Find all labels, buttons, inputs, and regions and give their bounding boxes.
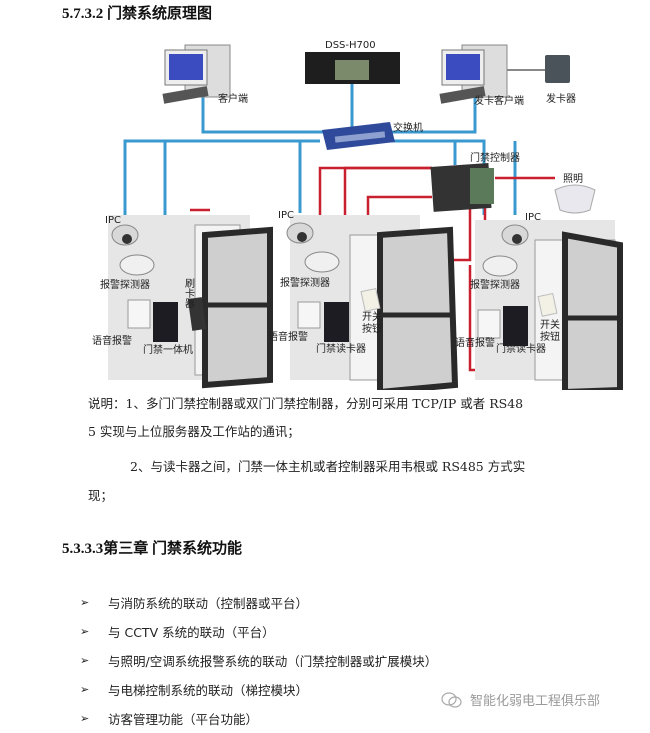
- exit-button-label-mid-line1: 开关: [362, 310, 382, 323]
- note-line-4: 现；: [88, 488, 114, 503]
- integrated-unit-icon: [153, 302, 178, 342]
- list-item: ➢ 与电梯控制系统的联动（梯控模块）: [80, 675, 437, 704]
- alarm-detector-icon-mid: [304, 251, 340, 273]
- controller-label: 门禁控制器: [470, 151, 520, 164]
- function-text: 与电梯控制系统的联动（梯控模块）: [108, 683, 309, 698]
- function-text: 与 CCTV 系统的联动（平台）: [108, 625, 275, 640]
- light-fixture-icon: [554, 184, 596, 214]
- voice-alarm-icon-mid: [297, 301, 321, 329]
- chapter-heading: 5.3.3.3第三章 门禁系统功能: [62, 541, 243, 557]
- function-list: ➢ 与消防系统的联动（控制器或平台） ➢ 与 CCTV 系统的联动（平台） ➢ 与照明…: [80, 588, 437, 733]
- integrated-unit-label: 门禁一体机: [143, 343, 193, 356]
- exit-button-label-mid: 开关按钮: [362, 310, 382, 335]
- door-controller-icon: [430, 162, 494, 212]
- ipc-label-left: IPC: [105, 215, 121, 226]
- voice-alarm-label-left: 语音报警: [92, 334, 132, 347]
- card-client-computer-icon: [439, 44, 508, 104]
- client-computer-icon: [162, 44, 231, 104]
- function-text: 与照明/空调系统报警系统的联动（门禁控制器或扩展模块）: [108, 654, 438, 669]
- client-label: 客户端: [218, 92, 248, 105]
- card-issuer-icon: [545, 55, 570, 83]
- section-heading: 5.7.3.2 门禁系统原理图: [62, 6, 213, 22]
- server-label: DSS-H700: [325, 40, 376, 51]
- access-control-diagram: 客户端 DSS-H700 发卡客户端 发卡器 交换机 门禁控制器 照明 IPC …: [92, 40, 623, 390]
- ipc-label-right: IPC: [525, 212, 541, 223]
- function-text: 与消防系统的联动（控制器或平台）: [108, 596, 309, 611]
- card-client-label: 发卡客户端: [474, 94, 524, 107]
- wechat-icon: [441, 691, 462, 708]
- ipc-label-mid: IPC: [278, 210, 294, 221]
- voice-alarm-label-mid: 语音报警: [268, 330, 308, 343]
- exit-button-label-right: 开关按钮: [540, 318, 560, 343]
- mid-door: [349, 226, 459, 390]
- card-issuer-label: 发卡器: [546, 92, 576, 105]
- note-line-3: 2、与读卡器之间，门禁一体主机或者控制器采用韦根或 RS485 方式实: [130, 459, 526, 474]
- note-line-1: 说明：1、多门门禁控制器或双门门禁控制器，分别可采用 TCP/IP 或者 RS4…: [88, 396, 524, 411]
- function-text: 访客管理功能（平台功能）: [108, 712, 259, 727]
- card-reader-label-mid: 门禁读卡器: [316, 342, 366, 355]
- exit-button-label-right-line1: 开关: [540, 318, 560, 331]
- card-swipe-label: 刷卡器: [183, 278, 195, 309]
- switch-label: 交换机: [393, 121, 423, 134]
- voice-alarm-icon-right: [477, 309, 501, 339]
- card-reader-icon-right: [503, 306, 528, 346]
- list-item: ➢ 访客管理功能（平台功能）: [80, 704, 437, 733]
- arrow-bullet-icon: ➢: [80, 654, 90, 667]
- exit-button-icon-mid: [360, 287, 381, 312]
- card-reader-label-right: 门禁读卡器: [496, 342, 546, 355]
- voice-alarm-icon-left: [127, 299, 151, 329]
- arrow-bullet-icon: ➢: [80, 683, 90, 696]
- arrow-bullet-icon: ➢: [80, 712, 90, 725]
- alarm-detector-label-mid: 报警探测器: [280, 276, 330, 289]
- voice-alarm-label-right: 语音报警: [455, 336, 495, 349]
- left-door: [194, 224, 273, 389]
- list-item: ➢ 与照明/空调系统报警系统的联动（门禁控制器或扩展模块）: [80, 646, 437, 675]
- exit-button-icon-right: [537, 292, 558, 317]
- ipc-camera-icon-left: [111, 224, 139, 246]
- exit-button-label-mid-line2: 按钮: [362, 322, 382, 335]
- server-icon: [305, 52, 400, 84]
- alarm-detector-icon-left: [119, 254, 155, 276]
- card-reader-icon-mid: [324, 302, 349, 342]
- watermark: 智能化弱电工程俱乐部: [440, 690, 600, 709]
- lighting-label: 照明: [563, 173, 583, 185]
- alarm-detector-label-left: 报警探测器: [100, 278, 150, 291]
- arrow-bullet-icon: ➢: [80, 596, 90, 609]
- left-trunk-line: [123, 139, 320, 215]
- alarm-detector-icon-right: [482, 255, 518, 277]
- list-item: ➢ 与 CCTV 系统的联动（平台）: [80, 617, 437, 646]
- ipc-camera-icon-mid: [286, 222, 314, 244]
- arrow-bullet-icon: ➢: [80, 625, 90, 638]
- alarm-detector-label-right: 报警探测器: [470, 278, 520, 291]
- exit-button-label-right-line2: 按钮: [540, 330, 560, 343]
- list-item: ➢ 与消防系统的联动（控制器或平台）: [80, 588, 437, 617]
- watermark-text: 智能化弱电工程俱乐部: [470, 694, 601, 709]
- note-line-2: 5 实现与上位服务器及工作站的通讯；: [88, 424, 300, 439]
- card-swipe-icon: [187, 297, 207, 331]
- ipc-camera-icon-right: [501, 224, 529, 246]
- network-switch-icon: [322, 122, 395, 150]
